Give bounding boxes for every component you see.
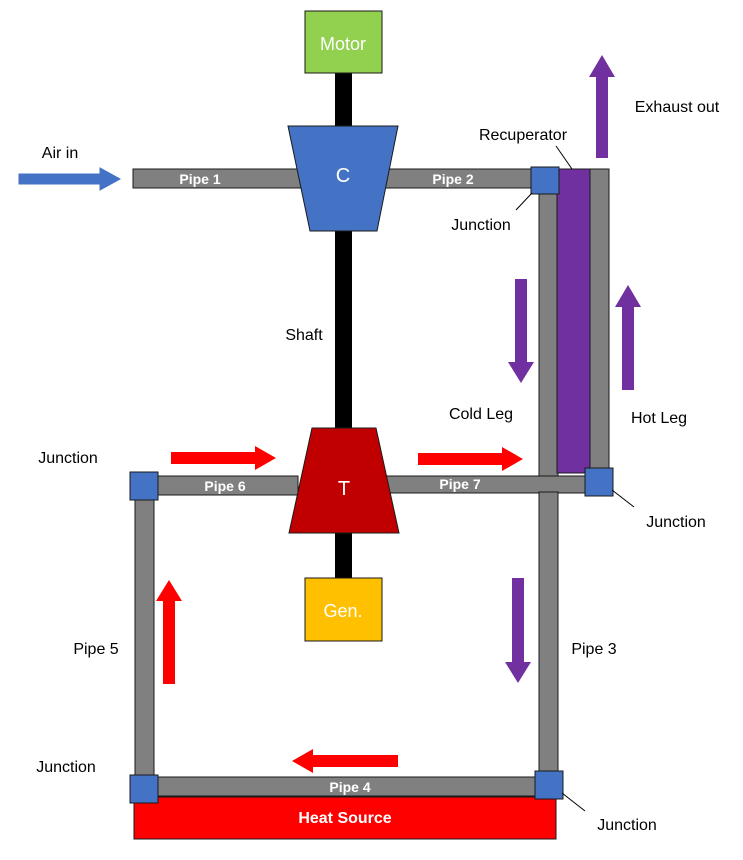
pipe-6-label: Pipe 6 — [204, 478, 245, 494]
compressor — [287, 125, 399, 232]
junction-top-right — [530, 166, 560, 195]
heat-source — [133, 796, 557, 840]
junction-left-upper — [129, 471, 159, 501]
pipe-6-flow-arrow — [171, 446, 276, 470]
junction-right-lower — [534, 770, 564, 800]
pipe-4-label: Pipe 4 — [329, 779, 370, 795]
pipe-7-label: Pipe 7 — [439, 476, 480, 492]
pipe-5-label: Pipe 5 — [73, 641, 118, 658]
cold-leg-arrow — [508, 279, 534, 383]
shaft-upper — [335, 72, 352, 128]
turbine — [288, 427, 400, 534]
pipe-5-flow-arrow — [156, 580, 182, 684]
pipe-3-flow-arrow — [505, 578, 531, 683]
exhaust-out-label: Exhaust out — [635, 99, 720, 116]
pipe-3 — [538, 491, 559, 785]
junction-label-right-middle: Junction — [646, 514, 706, 531]
pipe-1-label: Pipe 1 — [179, 171, 220, 187]
generator — [304, 577, 383, 642]
air-in-arrow — [18, 167, 122, 191]
shaft-middle — [335, 230, 352, 430]
pipe-4-flow-arrow — [292, 749, 398, 773]
motor — [304, 10, 383, 74]
pipe-2-label: Pipe 2 — [432, 171, 473, 187]
cold-leg-label: Cold Leg — [449, 406, 513, 423]
junction-label-right-lower: Junction — [597, 817, 657, 834]
leader-junction-top-right — [515, 192, 533, 211]
pipe-7-flow-arrow — [418, 447, 523, 471]
pipe-7 — [382, 475, 599, 494]
shaft-label: Shaft — [285, 327, 323, 344]
hot-leg-arrow — [615, 285, 641, 390]
cold-leg-pipe — [538, 177, 559, 477]
shaft-lower — [335, 530, 352, 580]
motor-label: Motor — [320, 34, 366, 54]
leader-junction-right-lower — [561, 792, 586, 812]
leader-recuperator — [555, 145, 573, 170]
hot-leg-label: Hot Leg — [631, 410, 687, 427]
pipe-5 — [134, 491, 155, 787]
compressor-label: C — [336, 165, 350, 187]
heat-source-label: Heat Source — [298, 810, 391, 827]
pipe-3-label: Pipe 3 — [571, 641, 616, 658]
hot-leg-pipe — [588, 168, 610, 477]
air-in-label: Air in — [42, 145, 78, 162]
junction-right-middle — [584, 467, 614, 497]
leader-junction-right-middle — [611, 489, 635, 508]
generator-label: Gen. — [323, 601, 362, 621]
turbine-label: T — [338, 478, 350, 500]
junction-label-left-lower: Junction — [36, 759, 96, 776]
junction-label-left-upper: Junction — [38, 450, 98, 467]
recuperator-label: Recuperator — [479, 127, 568, 144]
recuperator — [556, 168, 591, 474]
junction-left-lower — [129, 774, 159, 804]
junction-label-top-right: Junction — [451, 217, 511, 234]
exhaust-out-arrow — [589, 55, 615, 158]
